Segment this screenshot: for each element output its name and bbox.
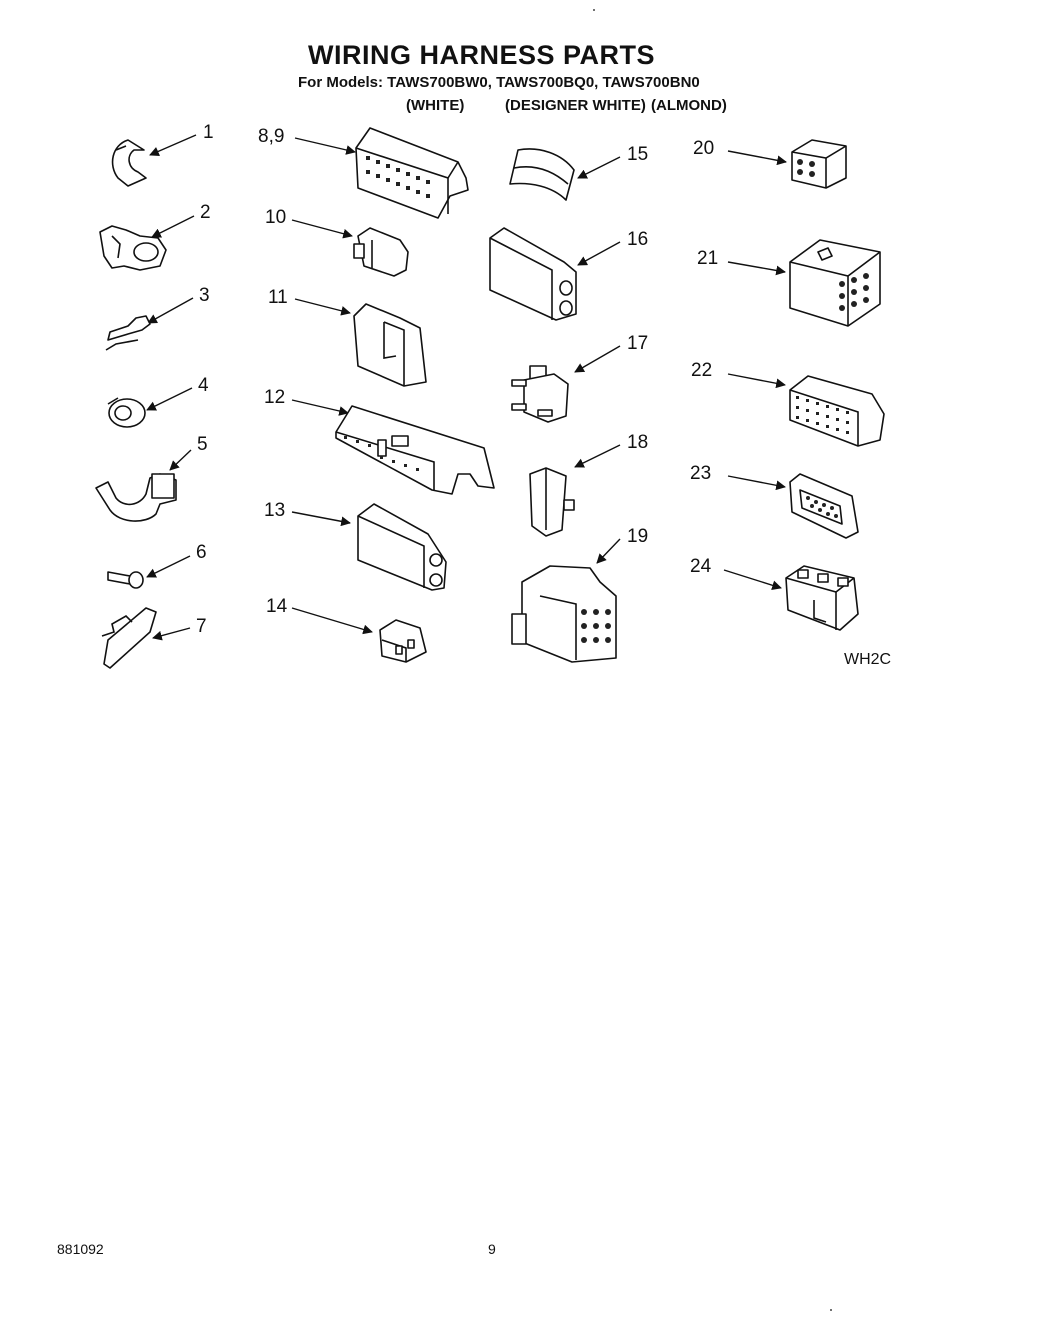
callout-5: 5 [197,434,208,455]
callout-3: 3 [199,285,210,306]
part-10-connector [353,227,409,277]
callout-22: 22 [691,360,713,381]
callout-21: 21 [697,248,719,269]
models-line: For Models: TAWS700BW0, TAWS700BQ0, TAWS… [298,74,700,91]
callout-17: 17 [627,333,649,354]
callout-20: 20 [693,138,715,159]
part-4-ring [107,397,146,428]
callout-10: 10 [265,207,287,228]
color-label-almond: (ALMOND) [651,97,727,114]
part-2-clip [99,225,167,271]
part-17-terminal [511,365,569,423]
leader-arrows [146,134,787,641]
illustration-code: WH2C [844,651,892,668]
part-1-clip [111,139,147,187]
document-number: 881092 [57,1241,104,1257]
page-number: 9 [488,1241,496,1257]
part-6-screw [107,571,144,589]
callout-23: 23 [690,463,712,484]
callout-15: 15 [627,144,649,165]
callout-11: 11 [268,287,288,308]
part-24-block [785,565,859,631]
page-title: WIRING HARNESS PARTS [308,40,656,70]
part-21-block [789,239,881,327]
callout-13: 13 [264,500,286,521]
part-14-connector [379,619,427,663]
callout-19: 19 [627,526,649,547]
callout-14: 14 [266,596,288,617]
callout-8-9: 8,9 [258,126,285,147]
part-12-connector [335,405,495,495]
color-label-designer-white: (DESIGNER WHITE) [505,97,646,114]
part-15-sleeve [509,148,575,201]
part-5-clamp [95,473,177,522]
part-16-connector [489,227,577,321]
callout-4: 4 [198,375,209,396]
part-8-9-connector [355,127,469,219]
part-18-housing [529,467,575,537]
part-23-connector [789,473,859,539]
callout-12: 12 [264,387,286,408]
part-13-connector [357,503,447,591]
color-label-white: (WHITE) [406,97,465,114]
callout-7: 7 [196,616,207,637]
callout-1: 1 [203,122,214,143]
callout-16: 16 [627,229,649,250]
callout-24: 24 [690,556,712,577]
callout-2: 2 [200,202,211,223]
part-3-clip [105,315,151,351]
part-22-connector [789,375,885,447]
part-11-connector [353,303,427,387]
callout-6: 6 [196,542,207,563]
part-19-connector [511,565,617,663]
part-7-strip [101,607,157,669]
part-20-block [791,139,847,189]
callout-18: 18 [627,432,649,453]
